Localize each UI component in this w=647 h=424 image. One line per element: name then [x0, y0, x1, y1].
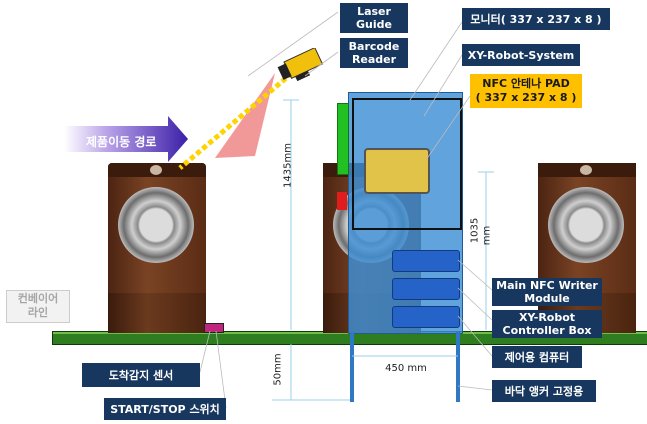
nfc-antenna-pad-label: NFC 안테나 PAD ( 337 x 237 x 8 )	[470, 74, 582, 108]
dimension-frame-height-unit: mm	[481, 225, 493, 246]
xy-robot-system-label: XY-Robot-System	[462, 44, 580, 66]
dimension-base-width: 450 mm	[385, 363, 427, 374]
control-pc-label: 제어용 컴퓨터	[492, 346, 582, 368]
robot-leg-right	[456, 332, 460, 402]
red-marker	[337, 192, 347, 210]
dimension-total-height: 1435mm	[282, 143, 294, 188]
laser-guide-label: Laser Guide	[340, 3, 408, 33]
start-stop-switch-label: START/STOP 스위치	[104, 398, 226, 420]
green-sensor-bar	[337, 103, 349, 175]
monitor-outline	[352, 98, 462, 230]
arrival-sensor-block	[204, 323, 224, 333]
product-path-arrow	[64, 116, 188, 162]
conveyor-line-label: 컨베이어 라인	[6, 290, 70, 323]
barcode-reader-label: Barcode Reader	[340, 38, 408, 68]
dimension-frame-height: 1035	[469, 217, 481, 244]
monitor-label: 모니터( 337 x 237 x 8 )	[462, 8, 610, 30]
product-path-label: 제품이동 경로	[86, 135, 157, 149]
floor-anchor-label: 바닥 앵커 고정용	[492, 380, 596, 402]
main-nfc-writer-label: Main NFC Writer Module	[492, 278, 602, 306]
control-computer-module	[392, 306, 460, 328]
dimension-base-height: 50mm	[272, 353, 284, 386]
xy-robot-controller-label: XY-Robot Controller Box	[492, 310, 602, 338]
nfc-antenna-pad	[364, 148, 430, 194]
robot-leg-left	[350, 332, 354, 402]
barcode-reader-graphic	[178, 48, 324, 170]
arrival-sensor-label: 도착감지 센서	[82, 363, 200, 387]
